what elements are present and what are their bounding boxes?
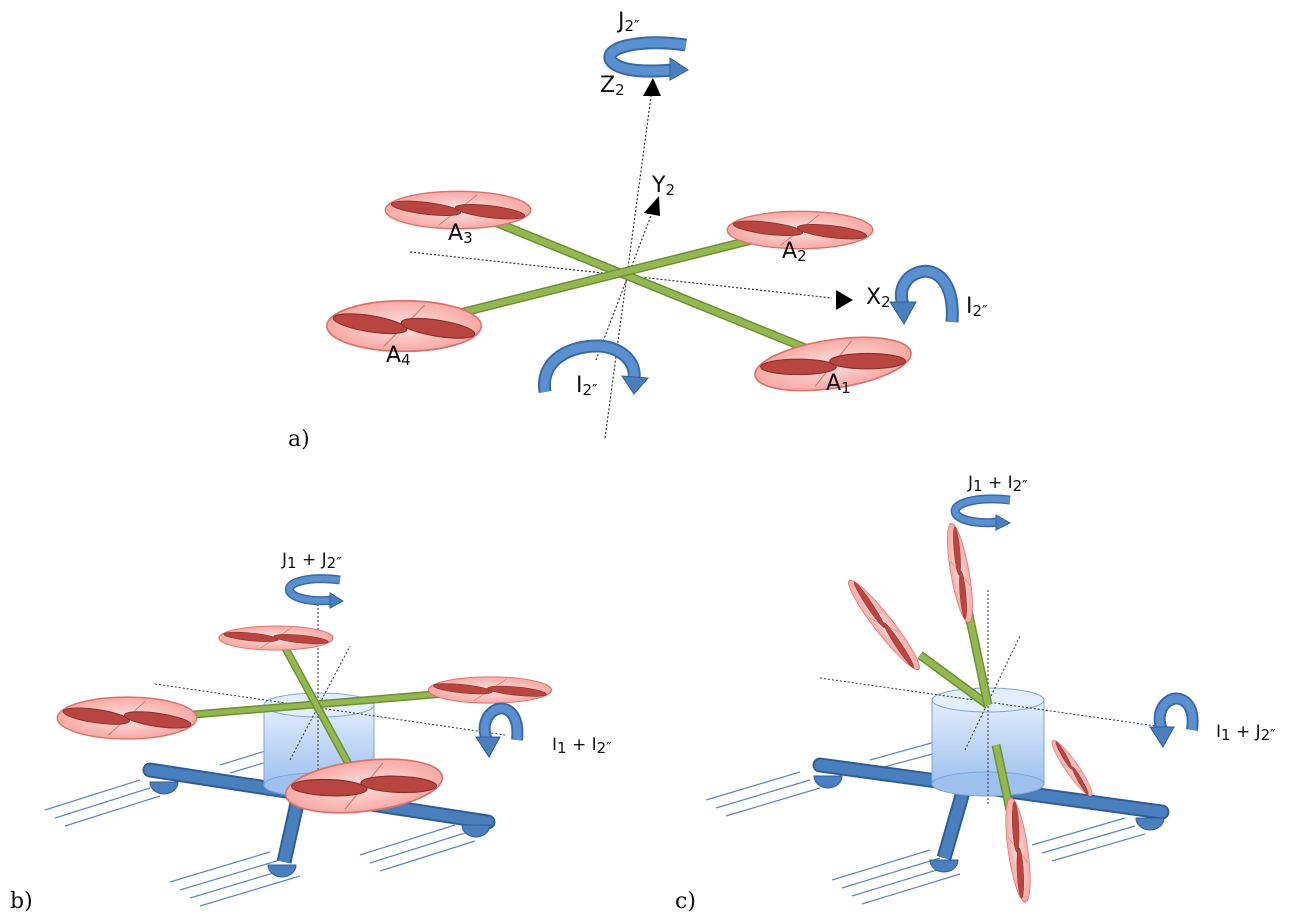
rotor-b-right	[427, 676, 553, 704]
moment-arrow-y	[538, 339, 650, 395]
moment-arrow-b-side	[475, 702, 524, 758]
label-a2: A2	[782, 239, 807, 265]
panel-b: J1 + J2″ I1 + I2″ b)	[10, 550, 612, 914]
ground-lines-b	[44, 744, 476, 907]
label-c-side: I1 + J2″	[1216, 722, 1276, 744]
label-b-top: J1 + J2″	[281, 550, 342, 572]
moment-arrow-z	[603, 36, 689, 81]
moment-arrow-c-side	[1149, 692, 1199, 748]
z-axis-arrowhead	[643, 78, 661, 96]
label-z2: Z2	[600, 73, 625, 99]
rotor-c-top	[941, 521, 979, 625]
rotor-a4	[325, 299, 483, 353]
arms-c	[917, 609, 1015, 811]
label-a4: A4	[386, 343, 411, 369]
label-moment-front: I2″	[576, 373, 598, 399]
label-moment-top: J2″	[616, 9, 640, 35]
rotor-b-back	[218, 625, 334, 651]
label-a1: A1	[826, 371, 851, 397]
caption-b: b)	[10, 889, 33, 914]
rotor-b-left	[56, 696, 198, 740]
moment-arrow-b-top	[284, 574, 345, 609]
caption-c: c)	[675, 889, 696, 914]
label-c-top: J1 + I2″	[967, 473, 1028, 495]
label-x2: X2	[866, 285, 891, 311]
caption-a: a)	[288, 427, 310, 452]
arm-a1-a3	[467, 209, 833, 361]
moment-arrow-x	[889, 264, 959, 325]
label-moment-x: I2″	[966, 294, 988, 320]
rotor-c-front	[1000, 796, 1036, 904]
moment-arrow-c-top	[950, 494, 1012, 531]
label-a3: A3	[448, 221, 473, 247]
label-b-side: I1 + I2″	[552, 735, 612, 757]
panel-c: J1 + I2″ I1 + J2″ c)	[675, 473, 1276, 914]
panel-a: J2″ Z2 Y2 X2 I2″ I2″ A1 A2 A3 A4 a)	[288, 9, 988, 452]
y-axis-arrowhead	[644, 196, 660, 216]
rotor-c-left	[841, 574, 927, 676]
ground-lines-c	[705, 741, 1146, 905]
rotor-a2	[726, 210, 874, 250]
x-axis-arrowhead	[836, 290, 853, 310]
label-y2: Y2	[651, 173, 675, 199]
